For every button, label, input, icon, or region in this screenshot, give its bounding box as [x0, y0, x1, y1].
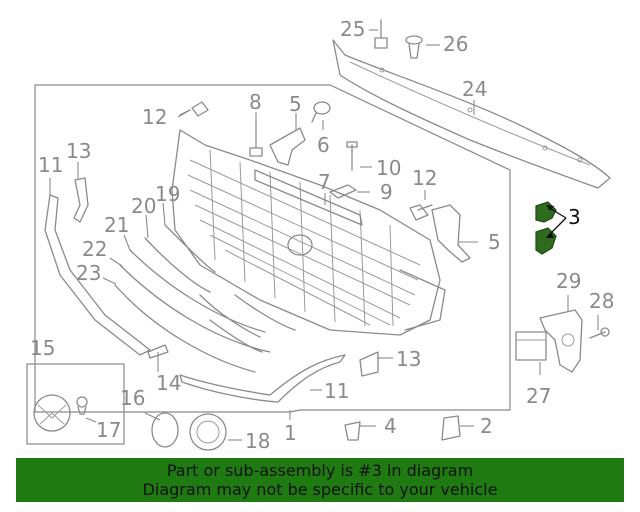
pad-9-part [329, 184, 357, 199]
callout-11-lower: 11 [324, 379, 349, 403]
callout-21: 21 [104, 213, 129, 237]
grille-moulding-strips [114, 224, 296, 373]
callout-13-right: 13 [396, 347, 421, 371]
banner-line-1: Part or sub-assembly is #3 in diagram [166, 461, 474, 480]
callout-12-right: 12 [412, 166, 437, 190]
bolt-12-right-part [409, 204, 433, 221]
callout-22: 22 [82, 237, 107, 261]
callout-labels: 1 2 3 4 5 5 6 7 8 9 10 11 11 12 12 13 13… [30, 17, 614, 453]
sensor-bracket-29-part [539, 309, 583, 373]
clip-17-part [76, 396, 88, 415]
callout-9: 9 [380, 180, 393, 204]
upper-shroud-part [332, 39, 611, 189]
callout-12-left: 12 [142, 105, 167, 129]
info-banner: Part or sub-assembly is #3 in diagram Di… [16, 458, 624, 502]
side-moulding-left-part [44, 194, 151, 356]
clip-13-right-part [359, 351, 379, 377]
clip-26-part [405, 35, 423, 59]
module-27-part [515, 331, 547, 361]
emblem-18-part [189, 413, 227, 451]
leader-lines [49, 29, 599, 441]
callout-3: 3 [568, 205, 581, 229]
clip-2-part [441, 415, 461, 441]
lower-moulding-part [179, 354, 346, 403]
grille-assembly-outline [34, 84, 511, 413]
clip-6-part [311, 101, 331, 123]
leader-lines-part-3 [546, 205, 567, 238]
callout-8: 8 [249, 90, 262, 114]
callout-6: 6 [317, 133, 330, 157]
callout-2: 2 [480, 414, 493, 438]
fastener-10-part [346, 141, 358, 171]
cap-16-part [151, 412, 179, 448]
bolt-28-part [589, 327, 610, 339]
bracket-5-right-part [431, 204, 471, 263]
fastener-8-part [249, 119, 263, 157]
grille-body-part [171, 129, 446, 336]
callout-28: 28 [589, 289, 614, 313]
clip-13-left-part [73, 177, 89, 223]
callout-19: 19 [155, 182, 180, 206]
callout-26: 26 [443, 32, 468, 56]
callout-7: 7 [318, 170, 331, 194]
callout-5-upper: 5 [289, 92, 302, 116]
callout-24: 24 [462, 77, 487, 101]
clip-14-part [147, 344, 169, 359]
callout-13-left: 13 [66, 139, 91, 163]
callout-10: 10 [376, 156, 401, 180]
callout-29: 29 [556, 269, 581, 293]
callout-25: 25 [340, 17, 365, 41]
emblem-subassembly-box [26, 363, 125, 445]
callout-14: 14 [156, 371, 181, 395]
bracket-5-upper-part [269, 127, 306, 166]
callout-16: 16 [120, 386, 145, 410]
callout-18: 18 [245, 429, 270, 453]
emblem-part [33, 394, 71, 432]
callout-4: 4 [384, 414, 397, 438]
callout-20: 20 [131, 194, 156, 218]
clip-4-part [344, 421, 361, 441]
callout-5-right: 5 [488, 230, 501, 254]
fastener-25-part [374, 19, 388, 49]
callout-17: 17 [96, 418, 121, 442]
callout-1: 1 [284, 421, 297, 445]
callout-27: 27 [526, 384, 551, 408]
callout-11-left: 11 [38, 153, 63, 177]
callout-23: 23 [76, 261, 101, 285]
callout-15: 15 [30, 336, 55, 360]
banner-line-2: Diagram may not be specific to your vehi… [142, 480, 498, 499]
